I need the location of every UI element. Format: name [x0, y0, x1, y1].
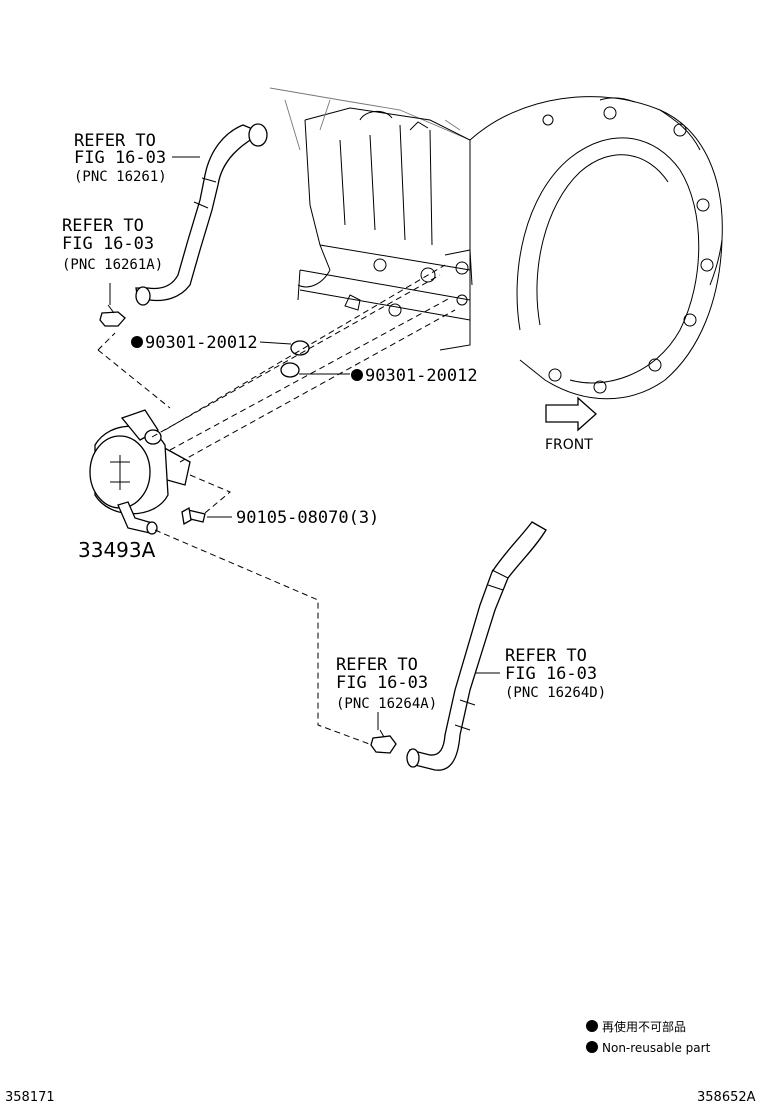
part-number-bolt: 90105-08070(3) — [236, 508, 379, 528]
callout-lower-clamp-line2: FIG 16-03 — [336, 673, 428, 693]
callout-upper-clamp-line2: FIG 16-03 — [62, 234, 154, 254]
callout-lower-hose-line1: REFER TO — [505, 646, 587, 666]
callout-lower-clamp: REFER TO FIG 16-03 (PNC 16264A) — [336, 655, 437, 712]
non-reusable-dot-icon — [131, 336, 143, 348]
callout-upper-clamp-line1: REFER TO — [62, 216, 144, 236]
callout-lower-clamp-pnc: (PNC 16264A) — [336, 696, 437, 712]
assembly-lines — [97, 264, 456, 746]
footer-right-code: 358652A — [697, 1090, 756, 1105]
callout-lower-clamp-line1: REFER TO — [336, 655, 418, 675]
front-arrow: FRONT — [545, 396, 597, 453]
callout-upper-hose: REFER TO FIG 16-03 (PNC 16261) — [74, 131, 167, 185]
callout-lower-hose-line2: FIG 16-03 — [505, 664, 597, 684]
non-reusable-dot-icon — [586, 1041, 598, 1053]
non-reusable-dot-icon — [351, 369, 363, 381]
oil-cooler-33493A — [89, 409, 191, 535]
o-ring-lower — [280, 362, 300, 378]
upper-hose — [135, 123, 268, 306]
part-number-cooler: 33493A — [78, 538, 156, 562]
part-number-oring-b: 90301-20012 — [351, 366, 478, 386]
lower-hose — [406, 521, 547, 771]
callout-upper-hose-line1: REFER TO — [74, 131, 156, 151]
part-number-oring-a-text: 90301-20012 — [145, 333, 258, 353]
legend-english: Non-reusable part — [602, 1041, 711, 1055]
bolt-90105-08070 — [181, 506, 206, 526]
callout-upper-clamp: REFER TO FIG 16-03 (PNC 16261A) — [62, 216, 163, 273]
front-label: FRONT — [545, 437, 593, 453]
part-number-oring-a: 90301-20012 — [131, 333, 258, 353]
leader-lines — [172, 156, 500, 674]
callout-lower-hose-pnc: (PNC 16264D) — [505, 685, 606, 701]
non-reusable-dot-icon — [586, 1020, 598, 1032]
legend-japanese: 再使用不可部品 — [602, 1019, 686, 1034]
callout-upper-hose-pnc: (PNC 16261) — [74, 169, 167, 185]
part-number-oring-b-text: 90301-20012 — [365, 366, 478, 386]
transmission-housing — [269, 87, 723, 400]
lower-clamp — [370, 712, 397, 754]
o-ring-upper — [290, 340, 310, 356]
callout-upper-hose-line2: FIG 16-03 — [74, 148, 166, 168]
upper-clamp — [99, 283, 126, 327]
legend: 再使用不可部品 Non-reusable part — [586, 1019, 711, 1055]
callout-lower-hose: REFER TO FIG 16-03 (PNC 16264D) — [505, 646, 606, 701]
footer-left-code: 358171 — [5, 1090, 55, 1105]
callout-upper-clamp-pnc: (PNC 16261A) — [62, 257, 163, 273]
